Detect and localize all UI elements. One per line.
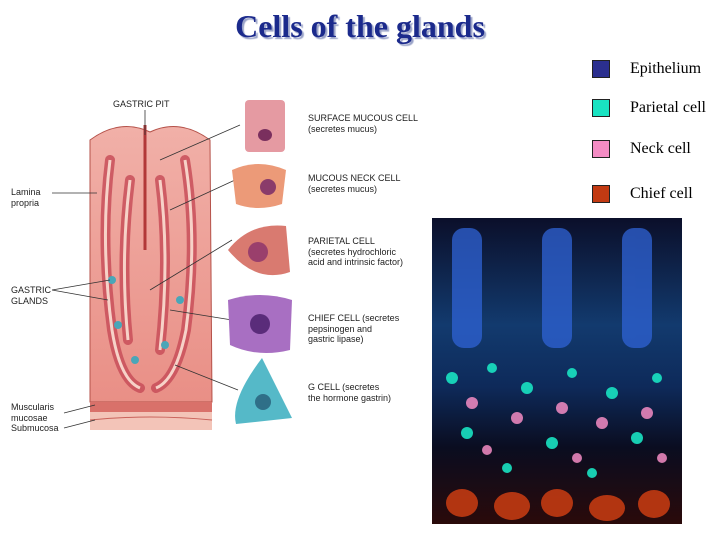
legend-item-parietal: Parietal cell bbox=[592, 98, 706, 118]
legend-label-neck: Neck cell bbox=[630, 140, 691, 157]
gastric-gland-illustration bbox=[51, 100, 292, 430]
legend-swatch-epithelium bbox=[592, 60, 610, 78]
legend-item-epithelium: Epithelium bbox=[592, 59, 701, 79]
slide-title: Cells of the glands bbox=[235, 8, 485, 44]
fluorescence-micrograph bbox=[432, 218, 682, 524]
legend-swatch-chief bbox=[592, 185, 610, 203]
legend-item-chief: Chief cell bbox=[592, 184, 693, 204]
g-cell-icon bbox=[235, 358, 292, 424]
label-mucous-neck-cell: MUCOUS NECK CELL(secretes mucus) bbox=[308, 173, 401, 194]
label-surface-mucous-cell: SURFACE MUCOUS CELL(secretes mucus) bbox=[308, 113, 419, 134]
mucous-neck-cell-icon bbox=[232, 164, 286, 208]
legend-swatch-neck bbox=[592, 140, 610, 158]
legend-swatch-parietal bbox=[592, 99, 610, 117]
chief-cell-icon bbox=[228, 295, 292, 354]
legend-label-chief: Chief cell bbox=[630, 185, 693, 202]
surface-mucous-cell-icon bbox=[245, 100, 285, 152]
legend-item-neck: Neck cell bbox=[592, 139, 691, 159]
legend-label-epithelium: Epithelium bbox=[630, 60, 702, 77]
parietal-cell-icon bbox=[228, 225, 290, 276]
legend-label-parietal: Parietal cell bbox=[630, 99, 706, 116]
label-gastric-pit: GASTRIC PIT bbox=[113, 99, 170, 109]
